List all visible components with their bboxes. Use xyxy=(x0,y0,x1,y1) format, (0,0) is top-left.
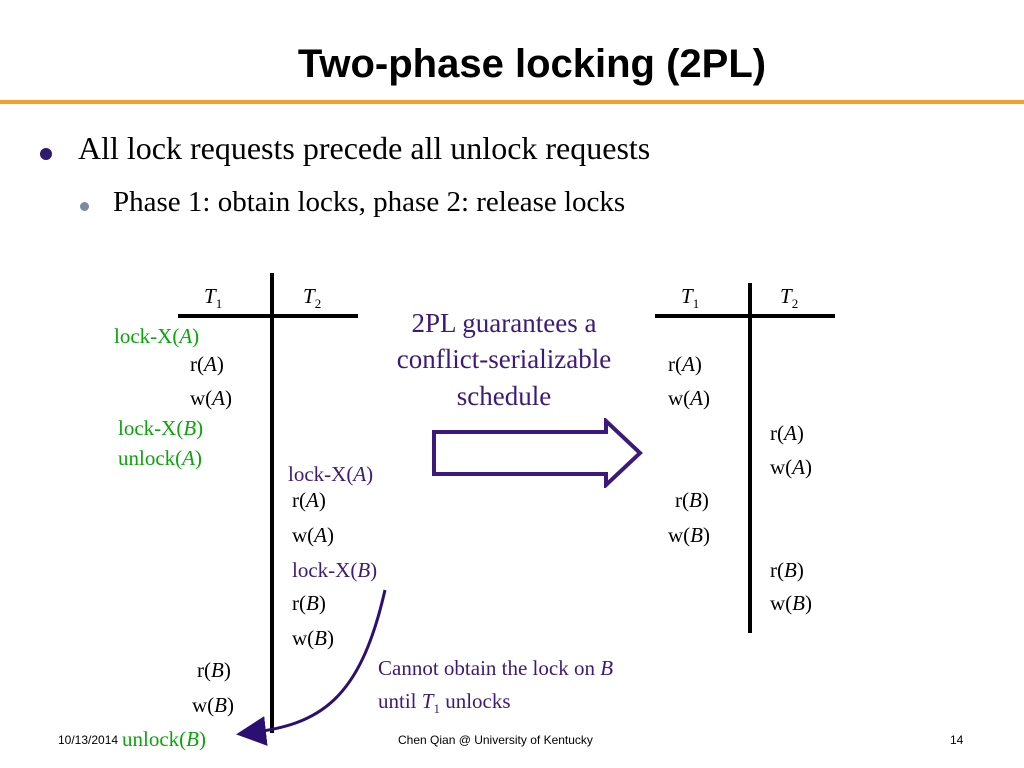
footer-date: 10/13/2014 xyxy=(58,733,119,747)
wait-arrow-curve xyxy=(236,589,387,746)
left-t1-unlock-b: unlock(B) xyxy=(122,727,206,751)
note-line1: Cannot obtain the lock on B xyxy=(378,656,614,680)
left-schedule-divider xyxy=(270,273,274,733)
guarantee-line2: conflict-serializable xyxy=(396,344,612,375)
bullet-dot-icon xyxy=(40,148,52,160)
lock-wait-note: Cannot obtain the lock on B until T1 unl… xyxy=(378,652,613,719)
right-t1-header: T1 xyxy=(681,284,700,312)
left-t2-read-b: r(B) xyxy=(292,591,326,615)
right-t2-write-a: w(A) xyxy=(770,455,812,479)
right-schedule-divider xyxy=(748,283,752,633)
right-t1-write-a: w(A) xyxy=(668,386,710,410)
title-underline xyxy=(0,100,1024,104)
left-t2-lock-x-b: lock-X(B) xyxy=(292,558,378,582)
left-t1-lock-x-b: lock-X(B) xyxy=(118,416,204,440)
left-t1-header: T1 xyxy=(204,284,223,312)
right-t1-read-b: r(B) xyxy=(675,488,709,512)
footer-author: Chen Qian @ University of Kentucky xyxy=(398,733,593,747)
right-t1-write-b: w(B) xyxy=(668,523,710,547)
right-t2-read-a: r(A) xyxy=(770,421,804,445)
right-t2-read-b: r(B) xyxy=(770,558,804,582)
right-t2-write-b: w(B) xyxy=(770,591,812,615)
left-t1-write-b: w(B) xyxy=(192,693,234,717)
left-t2-lock-x-a: lock-X(A) xyxy=(288,462,374,486)
left-t1-lock-x-a: lock-X(A) xyxy=(114,324,200,348)
left-schedule-header-rule xyxy=(178,314,358,318)
footer-page-number: 14 xyxy=(950,733,964,747)
bullet-level2-text: Phase 1: obtain locks, phase 2: release … xyxy=(113,186,626,218)
left-t1-unlock-a: unlock(A) xyxy=(118,446,202,470)
left-t1-read-b: r(B) xyxy=(197,658,231,682)
left-t2-read-a: r(A) xyxy=(292,488,326,512)
left-t2-write-b: w(B) xyxy=(292,626,334,650)
slide-title: Two-phase locking (2PL) xyxy=(297,42,767,86)
left-t2-header: T2 xyxy=(303,284,322,312)
guarantee-line3: schedule xyxy=(456,380,552,411)
right-t1-read-a: r(A) xyxy=(668,352,702,376)
right-schedule-header-rule xyxy=(655,314,835,318)
right-t2-header: T2 xyxy=(780,284,799,312)
note-line2: until T1 unlocks xyxy=(378,688,511,716)
bullet-dot-icon xyxy=(80,202,89,211)
block-arrow-icon xyxy=(432,418,643,488)
left-t2-write-a: w(A) xyxy=(292,523,334,547)
guarantee-text: 2PL guarantees a conflict-serializable s… xyxy=(366,305,642,414)
left-t1-write-a: w(A) xyxy=(190,386,232,410)
guarantee-line1: 2PL guarantees a xyxy=(411,308,597,338)
left-t1-read-a: r(A) xyxy=(190,352,224,376)
bullet-level1-text: All lock requests precede all unlock req… xyxy=(78,130,651,166)
